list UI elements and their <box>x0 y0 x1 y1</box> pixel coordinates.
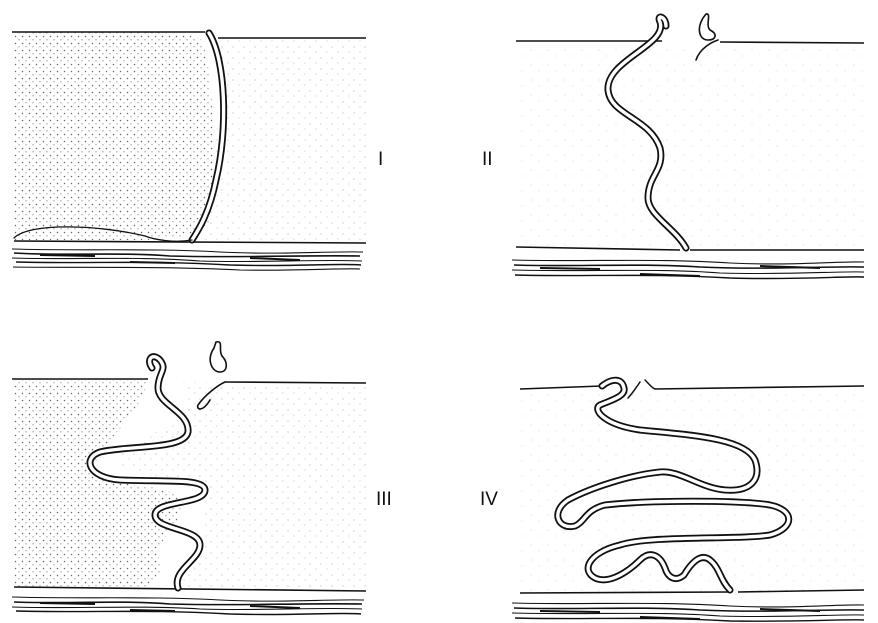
panel-label: I <box>378 149 383 170</box>
panel-label: IV <box>480 489 498 510</box>
panel-1: I <box>12 31 383 270</box>
bottom-surface-line <box>520 592 728 593</box>
left-region-stipple <box>14 31 213 240</box>
top-surface-line-right <box>225 382 366 383</box>
right-region-stipple <box>205 38 366 242</box>
basement-layer <box>12 597 364 615</box>
basement-layer <box>512 260 864 279</box>
basement-layer <box>12 249 363 270</box>
basement-layer <box>512 603 864 621</box>
panel-4: IV <box>480 380 864 621</box>
cell-region-stipple <box>516 42 864 248</box>
panel-3: III <box>12 342 392 615</box>
panel-label: II <box>482 149 493 170</box>
top-surface-line-right <box>720 42 864 43</box>
panel-label: III <box>376 489 392 510</box>
panel-2: II <box>482 14 864 279</box>
